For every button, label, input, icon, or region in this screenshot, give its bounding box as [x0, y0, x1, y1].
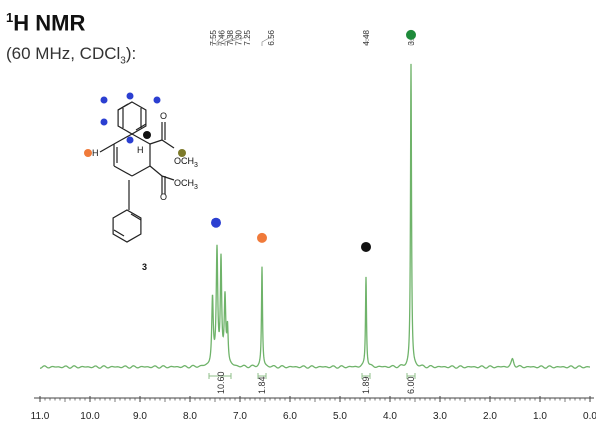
peak-label-leader — [261, 33, 272, 46]
x-tick-label: 11.0 — [31, 411, 50, 422]
molecule-marker — [143, 131, 151, 139]
peak-label-leader — [220, 33, 231, 46]
x-tick-label: 6.0 — [283, 411, 297, 422]
subscript: 3 — [194, 184, 198, 191]
molecule-marker — [178, 149, 186, 157]
subtitle-text: (60 MHz, CDCl — [6, 44, 121, 63]
bond — [113, 165, 133, 177]
atom-label: H — [137, 145, 144, 155]
bond — [161, 175, 175, 181]
peak-label: 6.56 — [267, 29, 276, 45]
bond — [131, 133, 151, 145]
spectrum-layer — [39, 63, 590, 369]
integrals-layer: 10.60 1.84 1.89 6.00 — [208, 371, 416, 394]
spectrum-trace — [39, 63, 590, 369]
bond — [113, 229, 125, 237]
molecule-marker — [100, 118, 108, 126]
x-tick-label: 4.0 — [383, 411, 397, 422]
assignment-dot — [361, 241, 371, 252]
atom-label: O — [160, 192, 167, 202]
subscript: 3 — [194, 162, 198, 169]
molecule-marker — [153, 96, 161, 104]
bond — [131, 165, 151, 177]
subtitle-subscript: 3 — [120, 55, 126, 67]
title-superscript: 1 — [6, 10, 14, 25]
integral-label: 10.60 — [216, 371, 226, 394]
molecule-marker — [100, 96, 108, 104]
x-tick-label: 5.0 — [333, 411, 347, 422]
bond — [135, 123, 147, 131]
bond — [149, 139, 163, 145]
atom-label: 3 — [142, 262, 147, 272]
integral-label: 1.84 — [257, 376, 267, 394]
molecule-marker — [126, 136, 134, 144]
markers-layer — [211, 29, 416, 252]
benzene-ring-bottom — [112, 209, 142, 243]
subtitle-end: ): — [125, 44, 137, 63]
atom-label: OCH3 — [174, 156, 198, 169]
bond — [149, 165, 163, 177]
x-tick-label: 10.0 — [80, 411, 100, 422]
peak-label: 4.48 — [362, 29, 371, 45]
peak-label-leader — [227, 33, 248, 46]
peak-labels-layer: 7.557.467.387.307.256.564.483.58 — [209, 29, 416, 46]
bond — [117, 103, 129, 111]
peak-label: 7.46 — [218, 29, 227, 45]
page-title: 1H NMR — [6, 10, 85, 36]
x-tick-label: 9.0 — [133, 411, 147, 422]
assignment-dot — [257, 232, 267, 243]
molecule-marker — [126, 92, 134, 100]
peak-label-leader — [224, 33, 239, 46]
integral-label: 6.00 — [406, 376, 416, 394]
bond — [99, 143, 115, 153]
bond — [161, 139, 175, 149]
assignment-dot — [406, 29, 416, 40]
x-tick-label: 0.0 — [583, 411, 596, 422]
atom-label: OCH3 — [174, 178, 198, 191]
x-axis: 11.0 10.0 9.0 8.0 7.0 6.0 5.0 4.0 3.0 2.0 1.0 0.0 — [31, 396, 596, 422]
molecule-marker — [84, 149, 92, 157]
subtitle: (60 MHz, CDCl3): — [6, 44, 136, 66]
peak-label: 7.55 — [209, 29, 218, 45]
title-text: H NMR — [13, 10, 86, 36]
peak-label-leader — [212, 33, 214, 46]
x-tick-label: 7.0 — [233, 411, 247, 422]
peak-label-leader — [216, 33, 222, 46]
integral-label: 1.89 — [361, 376, 371, 394]
x-tick-label: 2.0 — [483, 411, 497, 422]
peak-label: 7.30 — [235, 29, 244, 45]
atom-label: H — [92, 148, 99, 158]
bond — [113, 133, 133, 145]
atom-label: O — [160, 111, 167, 121]
bond — [130, 213, 142, 221]
x-tick-label: 8.0 — [183, 411, 197, 422]
assignment-dot — [211, 217, 221, 228]
peak-label: 7.25 — [243, 29, 252, 45]
x-tick-label: 1.0 — [533, 411, 547, 422]
x-tick-label: 3.0 — [433, 411, 447, 422]
peak-label: 7.38 — [226, 29, 235, 45]
